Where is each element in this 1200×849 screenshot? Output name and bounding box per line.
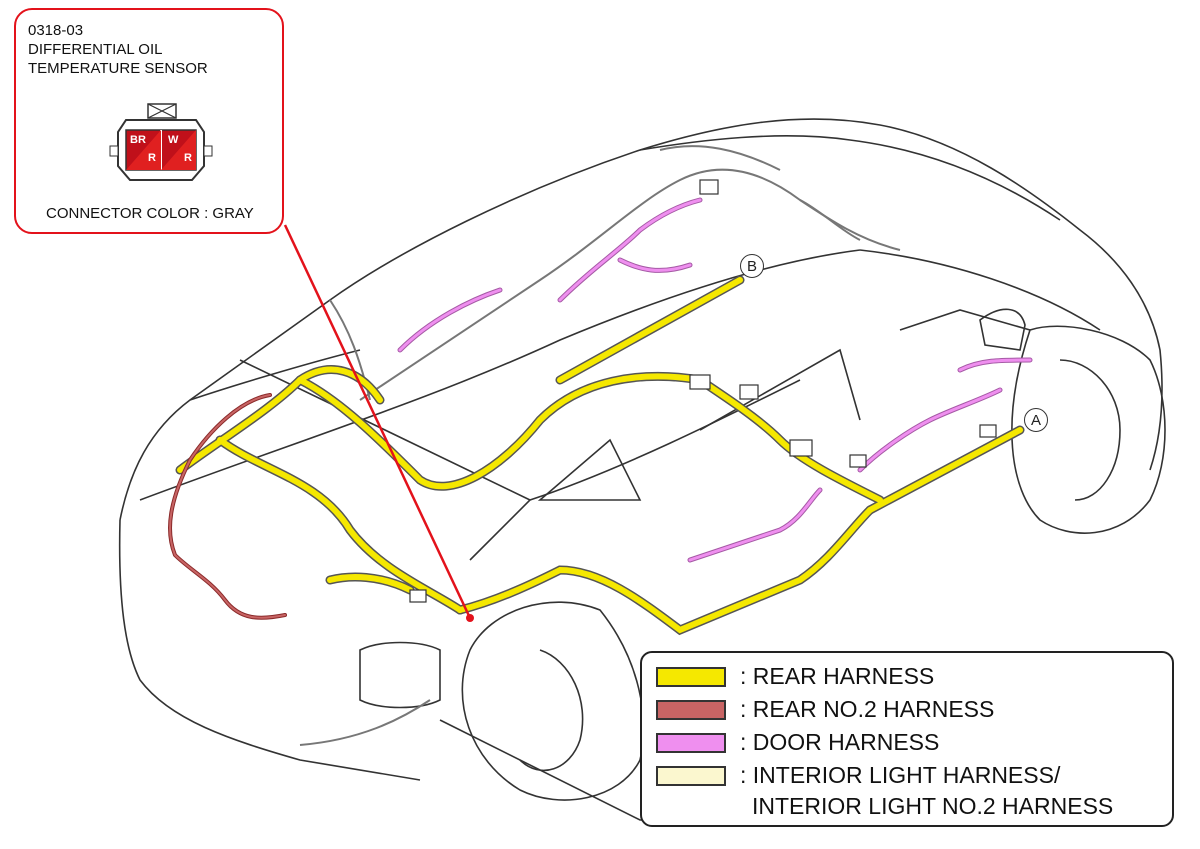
legend-label: : INTERIOR LIGHT HARNESS/ bbox=[740, 762, 1061, 788]
legend-continuation-label: INTERIOR LIGHT NO.2 HARNESS bbox=[752, 793, 1114, 819]
legend-label: : DOOR HARNESS bbox=[740, 729, 940, 755]
connector-name-line-1: DIFFERENTIAL OIL bbox=[28, 41, 163, 58]
rear-no2-harness-wires bbox=[168, 393, 287, 620]
legend-item-interior-light-harness: : INTERIOR LIGHT HARNESS/ bbox=[656, 762, 1060, 789]
sensor-location-dot bbox=[466, 614, 474, 622]
connector-face-icon bbox=[109, 103, 213, 181]
pin-2-bottom-label: R bbox=[184, 152, 192, 164]
door-harness-fill bbox=[398, 198, 1032, 562]
marker-b: B bbox=[740, 254, 764, 278]
pin-1-top-label: BR bbox=[130, 134, 146, 146]
harness-connectors bbox=[409, 179, 997, 603]
callout-leader-line bbox=[283, 224, 472, 619]
legend-label: : REAR NO.2 HARNESS bbox=[740, 696, 995, 722]
rear-harness-fill bbox=[177, 277, 1023, 634]
marker-a: A bbox=[1024, 408, 1048, 432]
legend-swatch bbox=[656, 732, 726, 753]
connector-callout: 0318-03 DIFFERENTIAL OIL TEMPERATURE SEN… bbox=[14, 8, 284, 234]
connector-color-label: CONNECTOR COLOR : GRAY bbox=[46, 205, 254, 222]
legend-swatch bbox=[656, 699, 726, 720]
door-harness-wires bbox=[397, 197, 1033, 563]
connector-code: 0318-03 bbox=[28, 22, 84, 39]
legend-label: : REAR HARNESS bbox=[740, 663, 935, 689]
connector-name: DIFFERENTIAL OIL TEMPERATURE SENSOR bbox=[28, 40, 208, 78]
pin-2-top-label: W bbox=[168, 134, 179, 146]
interior-light-harness-wires bbox=[299, 145, 901, 746]
legend-item-rear-harness: : REAR HARNESS bbox=[656, 663, 934, 690]
pin-1-bottom-label: R bbox=[148, 152, 156, 164]
legend-item-rear-no2-harness: : REAR NO.2 HARNESS bbox=[656, 696, 994, 723]
legend-swatch bbox=[656, 765, 726, 786]
rear-no2-harness-fill bbox=[169, 394, 286, 619]
connector-name-line-2: TEMPERATURE SENSOR bbox=[28, 60, 208, 77]
legend-swatch bbox=[656, 666, 726, 687]
legend-item-door-harness: : DOOR HARNESS bbox=[656, 729, 939, 756]
harness-legend: : REAR HARNESS : REAR NO.2 HARNESS : DOO… bbox=[640, 651, 1174, 827]
